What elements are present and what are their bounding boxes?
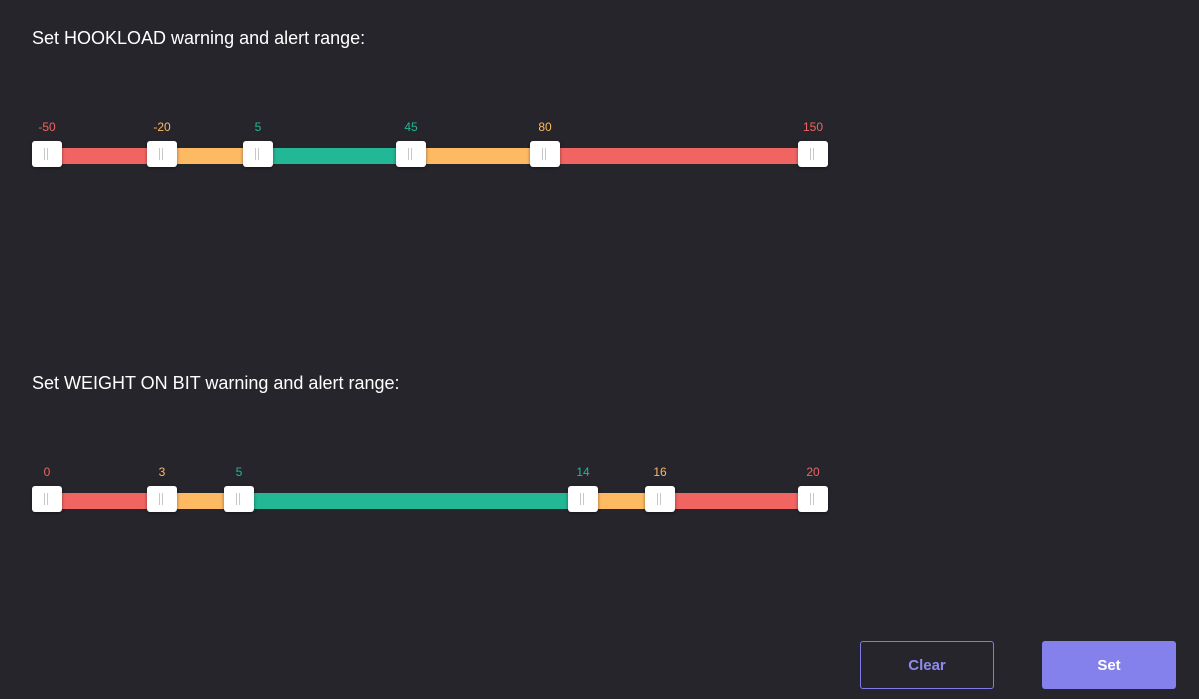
- hookload-handle-label: 5: [254, 120, 262, 134]
- grip-icon: [810, 493, 814, 505]
- grip-icon: [44, 493, 48, 505]
- hookload-handle[interactable]: [147, 141, 177, 167]
- weight-on-bit-handle-label: 0: [43, 465, 51, 479]
- weight-on-bit-handle[interactable]: [798, 486, 828, 512]
- weight-on-bit-handle-label: 5: [235, 465, 243, 479]
- hookload-handle-label: 45: [404, 120, 418, 134]
- hookload-handle[interactable]: [243, 141, 273, 167]
- weight-on-bit-handle[interactable]: [147, 486, 177, 512]
- weight-on-bit-range-slider[interactable]: 0 3 5 14 16 20: [16, 465, 828, 525]
- hookload-title: Set HOOKLOAD warning and alert range:: [32, 28, 366, 48]
- weight-on-bit-handle-label: 20: [806, 465, 820, 479]
- weight-on-bit-handle[interactable]: [568, 486, 598, 512]
- hookload-handle-label: -50: [38, 120, 56, 134]
- set-button[interactable]: Set: [1042, 641, 1176, 689]
- hookload-handle-label: 150: [802, 120, 824, 134]
- hookload-handle[interactable]: [396, 141, 426, 167]
- hookload-handle-label: -20: [153, 120, 171, 134]
- grip-icon: [159, 493, 163, 505]
- weight-on-bit-handle-label: 3: [158, 465, 166, 479]
- hookload-segment-ok: [243, 148, 396, 164]
- grip-icon: [657, 493, 661, 505]
- grip-icon: [408, 148, 412, 160]
- hookload-handle[interactable]: [32, 141, 62, 167]
- grip-icon: [810, 148, 814, 160]
- weight-on-bit-handle[interactable]: [224, 486, 254, 512]
- hookload-handle-label: 80: [538, 120, 552, 134]
- grip-icon: [236, 493, 240, 505]
- weight-on-bit-title: Set WEIGHT ON BIT warning and alert rang…: [32, 373, 400, 393]
- grip-icon: [542, 148, 546, 160]
- grip-icon: [255, 148, 259, 160]
- hookload-segment-alert: [530, 148, 798, 164]
- weight-on-bit-handle-label: 14: [576, 465, 590, 479]
- hookload-range-slider[interactable]: -50 -20 5 45 80 150: [16, 120, 828, 180]
- grip-icon: [580, 493, 584, 505]
- weight-on-bit-handle[interactable]: [645, 486, 675, 512]
- clear-button[interactable]: Clear: [860, 641, 994, 689]
- hookload-handle[interactable]: [798, 141, 828, 167]
- weight-on-bit-segment-alert: [645, 493, 798, 509]
- hookload-handle[interactable]: [530, 141, 560, 167]
- hookload-segment-warning: [396, 148, 530, 164]
- weight-on-bit-segment-ok: [224, 493, 568, 509]
- grip-icon: [159, 148, 163, 160]
- weight-on-bit-handle[interactable]: [32, 486, 62, 512]
- grip-icon: [44, 148, 48, 160]
- weight-on-bit-handle-label: 16: [653, 465, 667, 479]
